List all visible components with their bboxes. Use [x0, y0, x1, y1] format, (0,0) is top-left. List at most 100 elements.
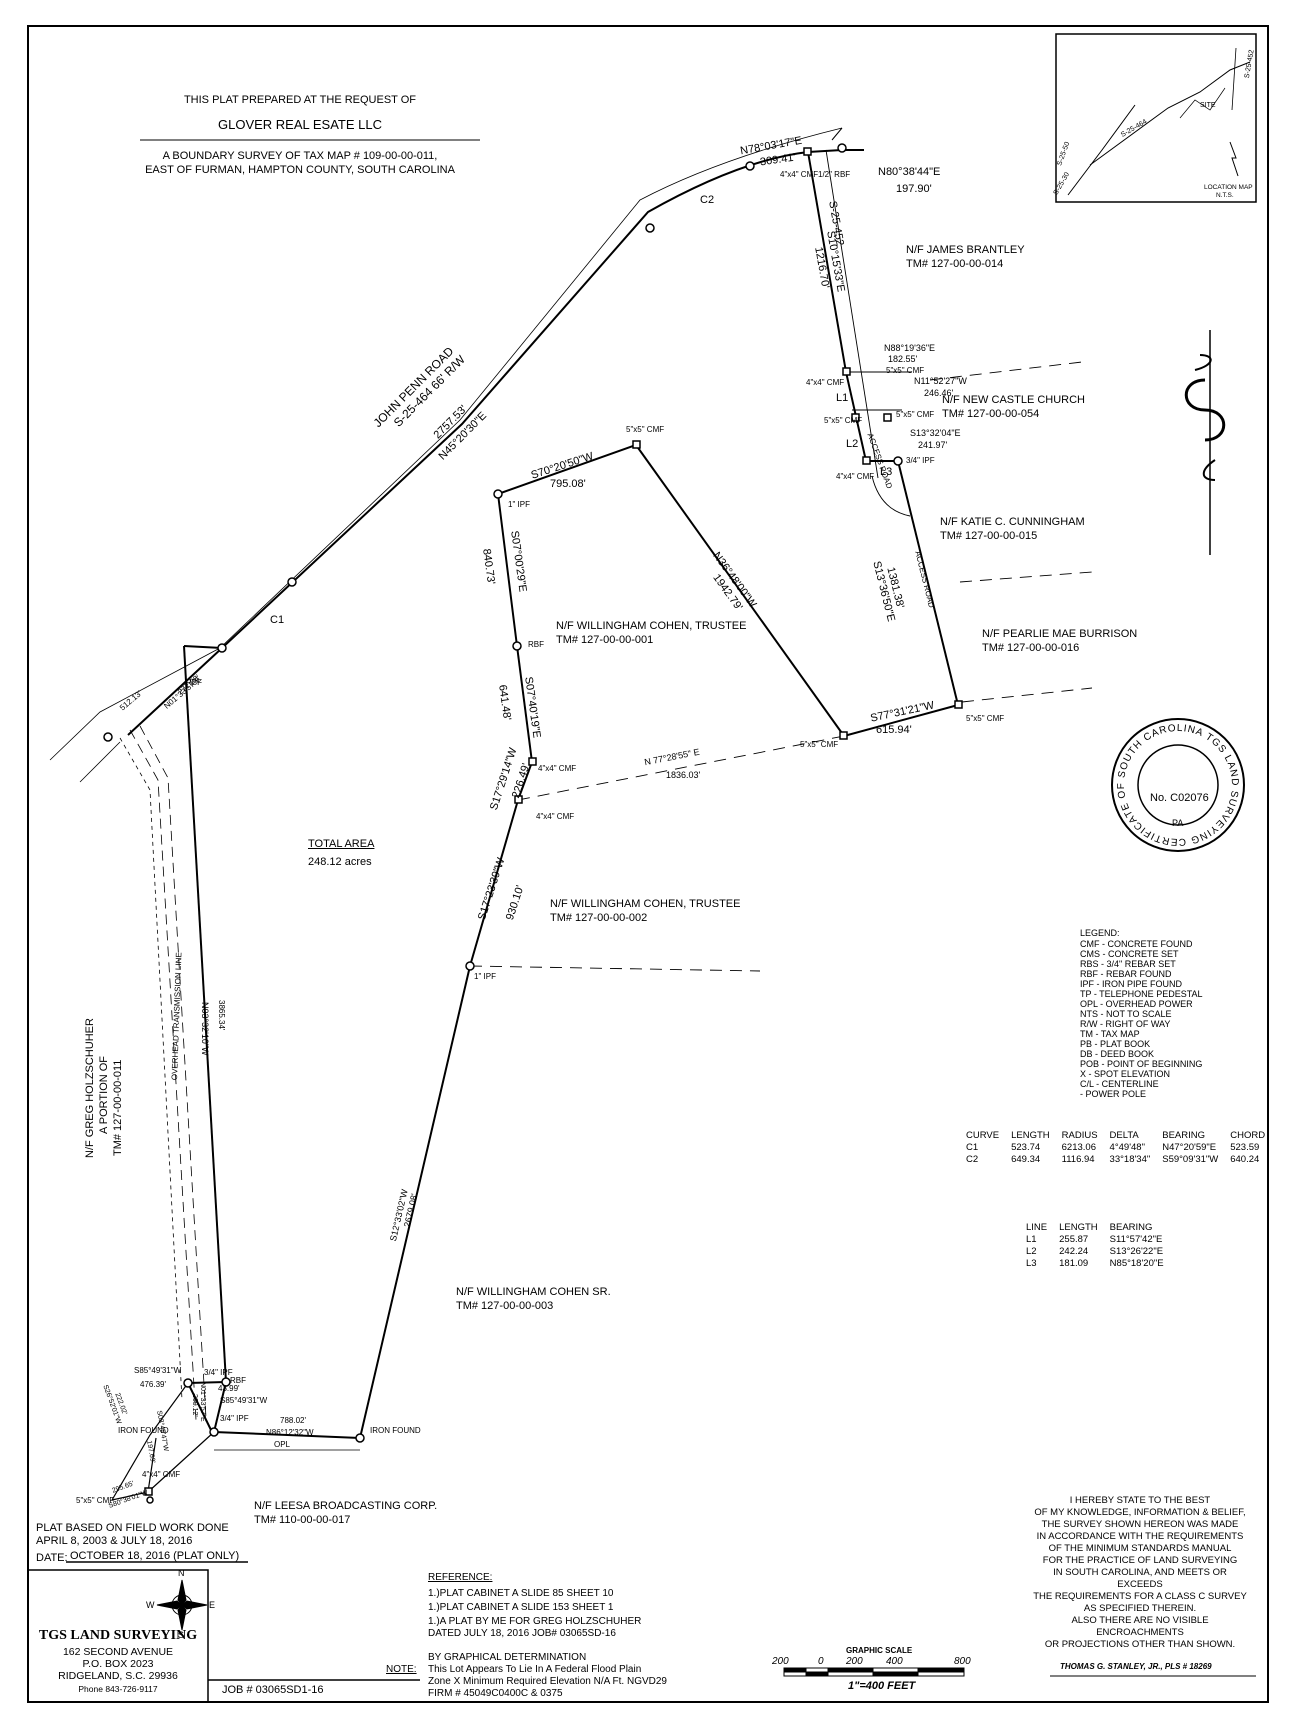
mon-cmf-n11: 5"x5" CMF: [896, 410, 935, 419]
mon-cmf-w3: 4"x4" CMF: [538, 764, 577, 773]
john-penn-road: [49, 127, 843, 783]
label-l1: L1: [836, 392, 849, 404]
note-line-3: FIRM # 45049C0400C & 0375: [428, 1688, 563, 1699]
note-line-1: This Lot Appears To Lie In A Federal Flo…: [428, 1664, 642, 1675]
curve-table-header-cell: CURVE: [966, 1130, 1000, 1141]
legend-item: IPF - IRON PIPE FOUND: [1080, 979, 1183, 989]
line-table-cell: 242.24: [1059, 1246, 1089, 1257]
total-area-label: TOTAL AREA: [308, 838, 375, 850]
legend-item: RBS - 3/4" REBAR SET: [1080, 959, 1176, 969]
job-number: JOB # 03065SD1-16: [222, 1684, 324, 1696]
label-s13-bearing: S13°32'04"E: [910, 428, 961, 438]
owner-2-tm: TM# 127-00-00-015: [940, 530, 1038, 542]
certification-line: IN SOUTH CAROLINA, AND MEETS OR EXCEEDS: [1053, 1567, 1227, 1590]
line-table-header-cell: LINE: [1026, 1222, 1048, 1233]
line-table-cell: S11°57'42"E: [1109, 1234, 1163, 1245]
location-map: [1055, 33, 1257, 203]
line-table-cell: N85°18'20"E: [1109, 1258, 1164, 1269]
curve-table-cell: 1116.94: [1061, 1154, 1095, 1165]
curve-table-header-cell: LENGTH: [1011, 1130, 1050, 1141]
mon-cmf-sw2: 4"x4" CMF: [142, 1470, 181, 1479]
surveyor-signature: THOMAS G. STANLEY, JR., PLS # 18269: [1060, 1662, 1212, 1671]
date-value: OCTOBER 18, 2016 (PLAT ONLY): [70, 1550, 240, 1562]
label-n88-length: 182.55': [888, 354, 918, 364]
reference-line-1: 1.)PLAT CABINET A SLIDE 85 SHEET 10: [428, 1588, 614, 1599]
company-addr-2: P.O. BOX 2023: [82, 1658, 154, 1670]
scale-tick-3: 400: [886, 1656, 903, 1667]
label-s85b-length: 43.99': [218, 1384, 240, 1393]
curve-table-header-cell: DELTA: [1109, 1130, 1139, 1141]
owner-3-tm: TM# 127-00-00-016: [982, 642, 1080, 654]
legend-item: OPL - OVERHEAD POWER: [1080, 999, 1193, 1009]
line-table-cell: L2: [1026, 1246, 1037, 1257]
label-n11-length: 246.46': [924, 388, 954, 398]
label-l3: L3: [880, 466, 893, 478]
label-n11-bearing: N11°52'27"W: [914, 376, 967, 386]
line-table-cell: 181.09: [1059, 1258, 1089, 1269]
certification-line: I HEREBY STATE TO THE BEST: [1069, 1495, 1211, 1506]
owner-4-name: N/F WILLINGHAM COHEN, TRUSTEE: [556, 620, 747, 632]
certification-line: FOR THE PRACTICE OF LAND SURVEYING: [1042, 1555, 1238, 1566]
curve-table-cell: C2: [966, 1154, 979, 1165]
line-table-cell: L3: [1026, 1258, 1037, 1269]
certification-line: OF MY KNOWLEDGE, INFORMATION & BELIEF,: [1034, 1507, 1246, 1518]
curve-table-header-cell: CHORD: [1230, 1130, 1266, 1141]
curve-table-cell: 6213.06: [1061, 1142, 1096, 1153]
curve-table-header-cell: BEARING: [1162, 1130, 1205, 1141]
curve-table-cell: 649.34: [1011, 1154, 1041, 1165]
client-name: GLOVER REAL ESATE LLC: [217, 117, 382, 132]
mon-ipf-w5: 1" IPF: [474, 972, 496, 981]
legend-item: POB - POINT OF BEGINNING: [1080, 1059, 1203, 1069]
mon-cmf-top: 4"x4" CMF: [780, 170, 819, 179]
owner-1-tm: TM# 127-00-00-054: [942, 408, 1040, 420]
label-c1: C1: [270, 614, 285, 626]
mon-cmf-n88: 5"x5" CMF: [886, 366, 925, 375]
north-arrow-icon: [1184, 330, 1226, 555]
legend-item: PB - PLAT BOOK: [1080, 1039, 1151, 1049]
seal-pa: PA: [1172, 818, 1184, 828]
label-s85b-bearing: S85°49'31"W: [220, 1396, 268, 1405]
locmap-nts: N.T.S.: [1216, 192, 1234, 199]
mon-cmf-diag-top: 5"x5" CMF: [626, 425, 665, 434]
mon-rbf-top: 1/2" RBF: [818, 170, 851, 179]
curve-table-cell: 523.74: [1011, 1142, 1041, 1153]
reference-title: REFERENCE:: [428, 1572, 493, 1583]
scale-tick-4: 800: [954, 1656, 971, 1667]
survey-desc-1: A BOUNDARY SURVEY OF TAX MAP # 109-00-00…: [162, 150, 438, 162]
sheet-border: [27, 25, 1269, 1703]
owner-0-name: N/F JAMES BRANTLEY: [906, 244, 1025, 256]
label-ne-bearing: N80°38'44"E: [878, 166, 941, 178]
legend-item: TP - TELEPHONE PEDESTAL: [1080, 989, 1203, 999]
note-line-0: BY GRAPHICAL DETERMINATION: [428, 1652, 587, 1663]
note-line-2: Zone X Minimum Required Elevation N/A Ft…: [428, 1676, 667, 1687]
sw-tract-lines: [111, 1382, 215, 1501]
line-table-header-cell: LENGTH: [1059, 1222, 1098, 1233]
legend-item: - POWER POLE: [1080, 1089, 1147, 1099]
label-south1-length: 615.94': [876, 724, 912, 736]
certification-line: THE REQUIREMENTS FOR A CLASS C SURVEY: [1033, 1591, 1247, 1602]
mon-cmf-l3: 4"x4" CMF: [836, 472, 875, 481]
company-name: TGS LAND SURVEYING: [38, 1628, 198, 1643]
owner-1-name: N/F NEW CASTLE CHURCH: [942, 394, 1086, 406]
compass-n: N: [178, 1568, 185, 1578]
certification-line: AS SPECIFIED THEREIN.: [1083, 1603, 1197, 1614]
owner-4-tm: TM# 127-00-00-001: [556, 634, 654, 646]
scale-title: GRAPHIC SCALE: [846, 1646, 913, 1655]
fieldwork-line-1: PLAT BASED ON FIELD WORK DONE: [36, 1522, 229, 1534]
label-n88-bearing: N88°19'36"E: [884, 343, 936, 353]
mon-iron-found-sw: IRON FOUND: [118, 1426, 169, 1435]
owner-6-name: N/F WILLINGHAM COHEN SR.: [456, 1286, 611, 1298]
compass-rose-icon: [156, 1579, 208, 1631]
locmap-title: LOCATION MAP: [1204, 184, 1253, 191]
title-block-frame: [27, 139, 1256, 1703]
legend-item: DB - DEED BOOK: [1080, 1049, 1155, 1059]
mon-ipf-sw2: 3/4" IPF: [220, 1414, 249, 1423]
seal-icon: [1111, 718, 1245, 852]
company-addr-3: RIDGELAND, S.C. 29936: [58, 1670, 178, 1682]
